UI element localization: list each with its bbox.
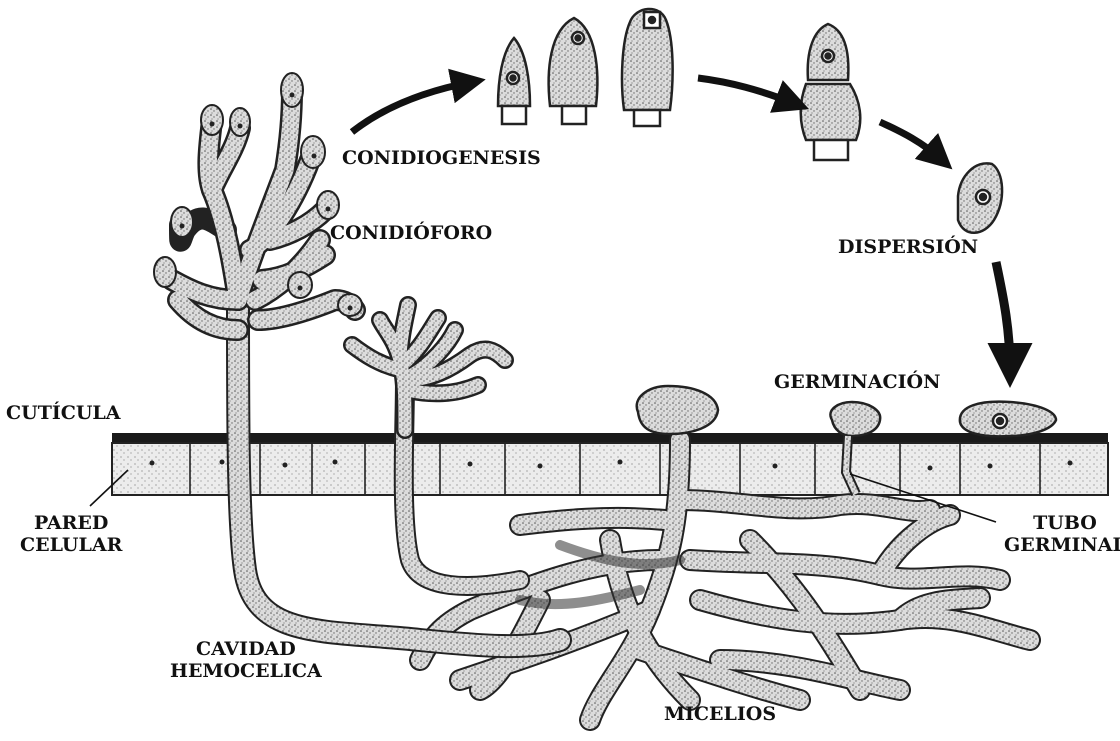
label-micelios: MICELIOS bbox=[664, 703, 776, 725]
label-germinacion: GERMINACIÓN bbox=[774, 371, 940, 393]
label-tubo-germinal: TUBO GERMINAL bbox=[1004, 512, 1120, 556]
dispersed-conidium bbox=[958, 163, 1002, 232]
label-tubo-germinal-line1: TUBO bbox=[1004, 512, 1120, 534]
label-conidiogenesis: CONIDIOGENESIS bbox=[342, 147, 541, 169]
label-pared-celular-line1: PARED bbox=[20, 512, 122, 534]
cuticle-layer bbox=[112, 433, 1108, 495]
label-pared-celular-line2: CELULAR bbox=[20, 534, 122, 556]
conidiophore-main bbox=[154, 73, 362, 330]
label-conidioforo: CONIDIÓFORO bbox=[330, 222, 492, 244]
label-tubo-germinal-line2: GERMINAL bbox=[1004, 534, 1120, 556]
label-cavidad-hemocelica-line1: CAVIDAD bbox=[170, 638, 322, 660]
label-cavidad-hemocelica-line2: HEMOCELICA bbox=[170, 660, 322, 682]
label-cavidad-hemocelica: CAVIDAD HEMOCELICA bbox=[170, 638, 322, 682]
conidiogenesis-stages bbox=[498, 9, 860, 160]
label-cuticula: CUTÍCULA bbox=[6, 402, 121, 424]
label-pared-celular: PARED CELULAR bbox=[20, 512, 122, 556]
label-dispersion: DISPERSIÓN bbox=[838, 236, 978, 258]
conidiophore-secondary bbox=[352, 305, 505, 430]
